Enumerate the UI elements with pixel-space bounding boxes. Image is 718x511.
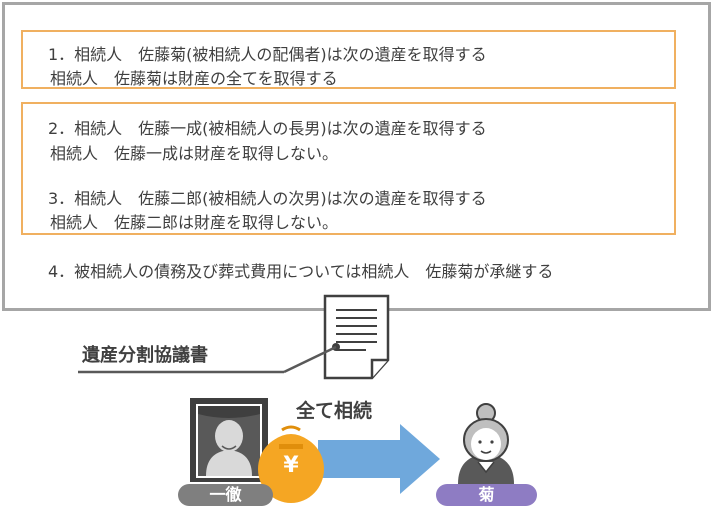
transfer-caption: 全て相続	[296, 400, 373, 422]
clause-highlight-1	[21, 30, 676, 89]
clause-3-line-1: 3．相続人 佐藤二郎(被相続人の次男)は次の遺産を取得する	[48, 189, 487, 208]
clause-4-line-1: 4．被相続人の債務及び葬式費用については相続人 佐藤菊が承継する	[48, 262, 554, 281]
clause-2-line-1: 2．相続人 佐藤一成(被相続人の長男)は次の遺産を取得する	[48, 119, 487, 138]
clause-2-line-2: 相続人 佐藤一成は財産を取得しない。	[50, 144, 339, 163]
deceased-portrait-icon	[190, 398, 268, 482]
document-title: 遺産分割協議書	[82, 345, 208, 366]
heir-icon	[458, 403, 514, 484]
clause-1-line-1: 1．相続人 佐藤菊(被相続人の配偶者)は次の遺産を取得する	[48, 45, 487, 64]
clause-3-line-2: 相続人 佐藤二郎は財産を取得しない。	[50, 213, 339, 232]
leader-line	[78, 343, 340, 374]
yen-symbol: ¥	[283, 453, 299, 478]
money-bag-icon	[258, 425, 324, 503]
deceased-name-badge: 一徹	[178, 484, 273, 506]
clause-highlight-2-3	[21, 102, 676, 235]
clause-1-line-2: 相続人 佐藤菊は財産の全てを取得する	[50, 69, 338, 88]
arrow-right-icon	[318, 424, 440, 494]
document-icon	[323, 294, 390, 380]
agreement-document-frame	[2, 2, 711, 311]
heir-name-badge: 菊	[436, 484, 537, 506]
